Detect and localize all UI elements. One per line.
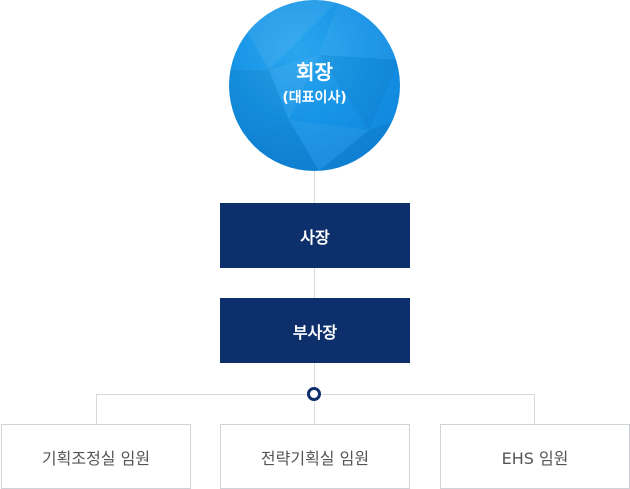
vice-president-node: 부사장: [220, 298, 410, 363]
department-planning-coordination: 기획조정실 임원: [1, 424, 191, 489]
branch-node: [307, 387, 321, 401]
president-label: 사장: [300, 227, 330, 247]
connector-president-vice: [314, 268, 315, 298]
connector-drop-right: [534, 394, 535, 424]
chairman-subtitle: (대표이사): [282, 89, 347, 106]
chairman-node: 회장 (대표이사): [229, 0, 400, 171]
connector-vice-node: [314, 363, 315, 389]
connector-drop-left: [96, 394, 97, 424]
department-ehs: EHS 임원: [440, 424, 630, 489]
circle-facet-pattern: [229, 0, 400, 171]
president-node: 사장: [220, 203, 410, 268]
department-label: 전략기획실 임원: [260, 448, 370, 468]
connector-chairman-president: [314, 171, 315, 203]
chairman-title: 회장: [296, 59, 333, 84]
department-label: EHS 임원: [501, 448, 569, 468]
connector-drop-center: [314, 394, 315, 424]
department-strategy-planning: 전략기획실 임원: [220, 424, 410, 489]
vice-president-label: 부사장: [292, 322, 338, 342]
department-label: 기획조정실 임원: [41, 448, 151, 468]
